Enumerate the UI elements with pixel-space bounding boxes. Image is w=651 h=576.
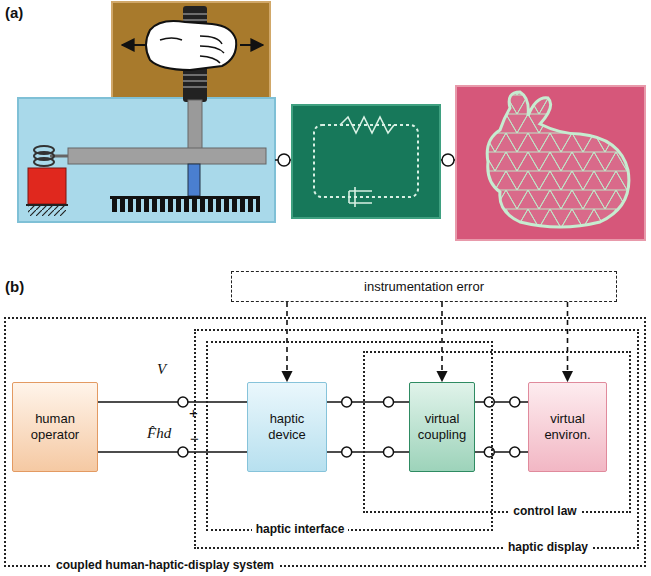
damper bbox=[349, 187, 372, 207]
fist bbox=[146, 21, 236, 70]
node-text: virtual coupling bbox=[413, 411, 471, 442]
panel-label: (a) bbox=[5, 4, 23, 22]
signal-label: + bbox=[189, 404, 198, 422]
stem bbox=[188, 100, 202, 150]
rack-base bbox=[110, 196, 260, 199]
human-box: human operator bbox=[12, 382, 98, 472]
system-region: coupled human-haptic-display systemhuman… bbox=[5, 318, 645, 566]
connector bbox=[327, 397, 409, 457]
connector bbox=[442, 302, 443, 381]
signal-label: − bbox=[190, 430, 199, 448]
connector bbox=[567, 302, 568, 381]
connector bbox=[287, 302, 288, 381]
haptic-illustration bbox=[0, 0, 651, 270]
node-text: virtual environ. bbox=[532, 411, 603, 442]
region-label: control law bbox=[509, 504, 580, 518]
spring bbox=[340, 117, 394, 133]
port-circle bbox=[278, 154, 290, 166]
ground-line bbox=[26, 204, 68, 206]
environment-box: virtual environ. bbox=[528, 382, 607, 472]
motion-arrows bbox=[122, 44, 263, 46]
error-box: instrumentation error bbox=[231, 271, 617, 302]
connector bbox=[475, 397, 528, 457]
node-text: haptic device bbox=[251, 411, 323, 442]
node-text: haptic interface bbox=[252, 522, 349, 536]
rack bbox=[110, 198, 260, 212]
interface-region: haptic interfacehaptic devicevirtual cou… bbox=[207, 342, 492, 530]
label-holder: − bbox=[190, 430, 199, 448]
region-label: coupled human-haptic-display system bbox=[52, 558, 278, 572]
region-label: haptic display bbox=[504, 540, 592, 554]
node-text: instrumentation error bbox=[364, 279, 484, 295]
label-holder: V bbox=[157, 360, 166, 378]
coupling-panel bbox=[292, 105, 440, 218]
panel-label: (b) bbox=[5, 278, 24, 296]
environment-panel bbox=[456, 86, 645, 240]
encoder-head bbox=[188, 164, 200, 196]
signal-label: V bbox=[157, 360, 166, 378]
node-text: human operator bbox=[16, 411, 94, 442]
display-region: haptic displayhaptic interfacehaptic dev… bbox=[195, 330, 638, 548]
fingers bbox=[160, 36, 224, 63]
label-holder: F̂hd bbox=[147, 424, 171, 442]
node-text: control law bbox=[509, 504, 580, 518]
region-label: haptic interface bbox=[252, 522, 349, 536]
device-box: haptic device bbox=[247, 382, 327, 472]
ground-hatch bbox=[28, 206, 66, 216]
connector bbox=[98, 397, 247, 457]
label-holder: + bbox=[189, 404, 198, 422]
control-region: control lawvirtual environ. bbox=[364, 352, 630, 512]
node-text: haptic display bbox=[504, 540, 592, 554]
coupling-frame bbox=[314, 125, 418, 197]
coupling-box: virtual coupling bbox=[409, 382, 475, 472]
device-panel bbox=[18, 98, 275, 222]
bunny-mesh bbox=[487, 92, 629, 227]
linkage-bar bbox=[68, 148, 266, 164]
label-holder: (b) bbox=[5, 278, 24, 296]
label-holder: (a) bbox=[5, 4, 23, 22]
port-circle bbox=[442, 154, 454, 166]
motor-coil bbox=[34, 146, 54, 166]
signal-label: F̂hd bbox=[147, 424, 171, 442]
motor bbox=[28, 168, 66, 204]
node-text: coupled human-haptic-display system bbox=[52, 558, 278, 572]
